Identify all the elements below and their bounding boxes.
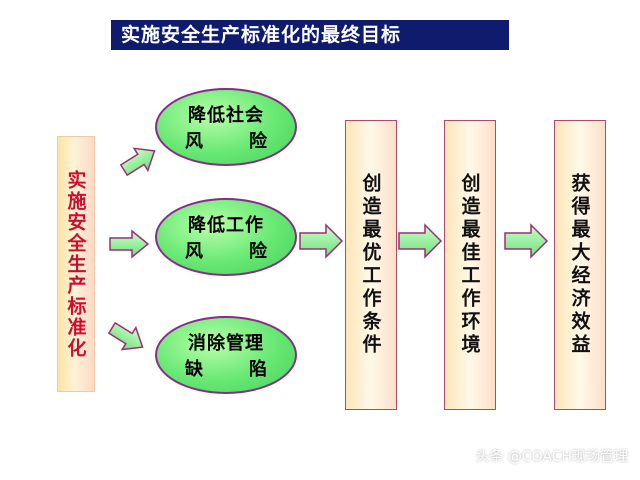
arrow-to-column-2: [398, 223, 443, 259]
oval-line2-right: 险: [249, 131, 267, 152]
arrow-up-right: [119, 147, 156, 177]
left-label-text: 实施安全生产标准化: [64, 169, 87, 359]
column-best-work-environment: 创造最佳工作环境: [444, 120, 496, 410]
oval-reduce-work-risk: 降低工作 风 险: [155, 198, 297, 276]
diagram-title: 实施安全生产标准化的最终目标: [111, 20, 509, 50]
oval-line2: 风 险: [157, 237, 295, 263]
oval-line2-right: 陷: [249, 359, 267, 380]
column-best-work-conditions: 创造最优工作条件: [345, 120, 397, 410]
column-text: 创造最佳工作环境: [458, 173, 481, 357]
oval-line2-left: 风: [185, 131, 203, 152]
left-label-box: 实施安全生产标准化: [57, 136, 95, 392]
arrow-to-column-1: [299, 223, 344, 259]
column-text: 获得最大经济效益: [568, 173, 591, 357]
oval-line2: 缺 陷: [157, 355, 295, 381]
oval-reduce-social-risk: 降低社会 风 险: [155, 88, 297, 166]
oval-line2-right: 险: [249, 241, 267, 262]
watermark: 头条 @COACH现场管理: [475, 449, 628, 465]
oval-line2-left: 缺: [185, 359, 203, 380]
arrow-down-right: [107, 321, 144, 351]
oval-line1: 消除管理: [188, 333, 264, 354]
oval-eliminate-management-defects: 消除管理 缺 陷: [155, 316, 297, 394]
oval-line1: 降低工作: [188, 215, 264, 236]
arrow-to-column-3: [504, 223, 549, 259]
arrow-right-middle: [109, 229, 150, 259]
column-text: 创造最优工作条件: [359, 173, 382, 357]
oval-line2: 风 险: [157, 127, 295, 153]
oval-line2-left: 风: [185, 241, 203, 262]
column-max-economic-benefit: 获得最大经济效益: [554, 120, 606, 410]
oval-line1: 降低社会: [188, 105, 264, 126]
